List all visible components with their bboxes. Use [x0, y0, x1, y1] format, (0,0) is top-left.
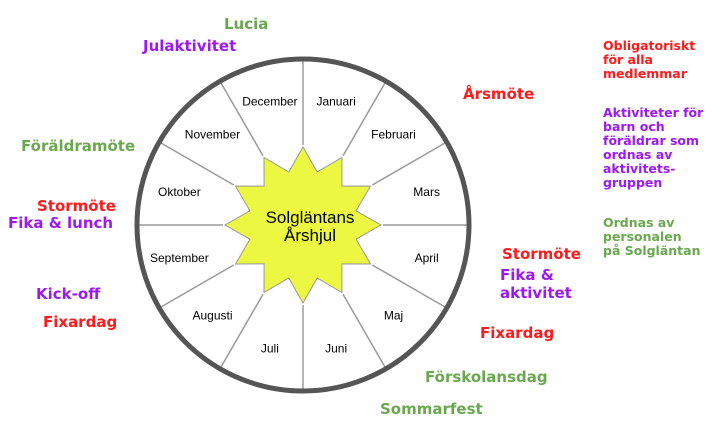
center-title-line2: Årshjul — [284, 226, 336, 245]
event-kickoff: Kick-off — [36, 285, 101, 303]
month-divider — [158, 264, 235, 309]
event-arsmote: Årsmöte — [463, 85, 535, 103]
month-label-december: December — [242, 94, 297, 108]
month-label-maj: Maj — [384, 309, 403, 323]
month-divider — [219, 293, 264, 370]
center-star — [223, 145, 383, 305]
event-fika-aktivitet-line1: Fika & — [500, 266, 554, 284]
event-sommarfest: Sommarfest — [380, 400, 483, 418]
outer-ring — [134, 56, 472, 394]
legend-line: gruppen — [603, 175, 663, 190]
month-divider — [158, 141, 235, 186]
event-fika-lunch: Fika & lunch — [8, 214, 114, 232]
month-label-september: September — [150, 251, 209, 265]
legend-line: på Solgläntan — [603, 243, 701, 258]
legend-mandatory: Obligatoriskt för alla medlemmar — [603, 39, 695, 81]
month-label-januari: Januari — [316, 94, 355, 108]
month-label-juni: Juni — [325, 342, 347, 356]
legend-line: Ordnas av — [603, 215, 675, 230]
month-label-augusti: Augusti — [192, 309, 232, 323]
month-label-november: November — [185, 127, 240, 141]
month-label-april: April — [415, 251, 439, 265]
event-fika-aktivitet-line2: aktivitet — [500, 284, 572, 302]
legend-line: Aktiviteter för — [603, 105, 704, 120]
event-foraldramote: Föräldramöte — [21, 137, 136, 155]
month-divider — [342, 80, 387, 157]
month-divider — [342, 293, 387, 370]
legend-staff: Ordnas av personalen på Solgläntan — [603, 216, 701, 258]
event-julaktivitet: Julaktivitet — [143, 37, 237, 55]
event-lucia: Lucia — [224, 15, 269, 33]
legend-line: barn och — [603, 119, 665, 134]
month-divider — [219, 80, 264, 157]
legend-line: för alla — [603, 52, 653, 67]
legend-activity-group: Aktiviteter för barn och föräldrar som o… — [603, 106, 703, 190]
legend-line: föräldrar som — [603, 133, 700, 148]
event-forskolansdag: Förskolansdag — [425, 368, 548, 386]
month-label-juli: Juli — [261, 342, 279, 356]
legend-line: aktivitets- — [603, 161, 676, 176]
legend-line: medlemmar — [603, 66, 687, 81]
event-stormote-right: Stormöte — [502, 245, 581, 263]
month-label-oktober: Oktober — [158, 185, 201, 199]
legend-line: personalen — [603, 229, 682, 244]
legend-line: ordnas av — [603, 147, 673, 162]
legend-line: Obligatoriskt — [603, 38, 696, 53]
month-divider — [371, 264, 448, 309]
month-label-mars: Mars — [413, 185, 440, 199]
month-divider — [371, 141, 448, 186]
event-fixardag-right: Fixardag — [480, 324, 555, 342]
center-title-line1: Solgläntans — [266, 208, 355, 227]
month-label-februari: Februari — [371, 127, 416, 141]
event-fixardag-left: Fixardag — [43, 313, 118, 331]
event-stormote-left: Stormöte — [37, 197, 116, 215]
month-dividers — [137, 59, 469, 391]
